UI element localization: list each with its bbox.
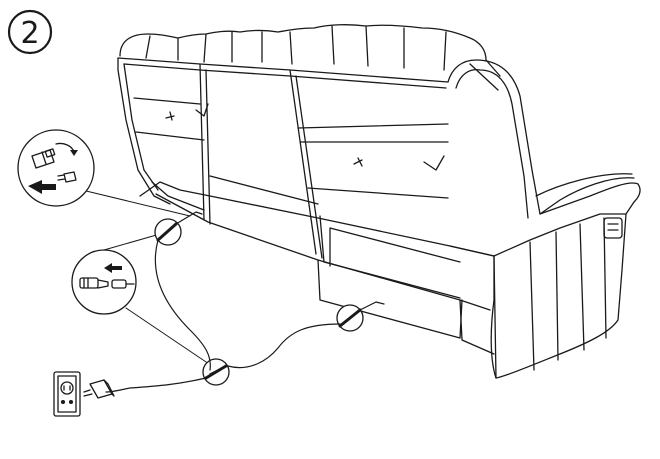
cable-right-loop	[227, 323, 341, 369]
sofa-right-arm-outer	[447, 59, 641, 379]
sofa-left-side-inner	[123, 63, 159, 191]
power-adapter-icon	[83, 379, 115, 399]
sofa-right-arm-inner	[455, 68, 627, 257]
power-cables	[105, 211, 385, 393]
sofa-back-panel-lines	[133, 97, 449, 205]
callout-cable-join	[71, 249, 137, 315]
sofa-base-right-edge	[317, 259, 463, 339]
cable-to-left-motor	[175, 211, 203, 225]
recline-switch-icon	[603, 217, 623, 239]
sofa-right-arm-top	[535, 173, 635, 215]
cable-left-loop	[154, 239, 211, 371]
cable-plug-icon	[79, 277, 109, 289]
rotate-arrow-head	[70, 150, 78, 156]
sofa-back-top-edge-inner	[123, 63, 447, 89]
sofa-panel-divider-left	[199, 63, 211, 225]
join-arrow-icon	[104, 263, 122, 273]
step-badge-circle	[7, 9, 53, 55]
connector-plug-icon	[31, 148, 56, 169]
cable-socket-icon	[111, 279, 135, 289]
callout-leader-lines	[81, 189, 213, 367]
sofa-right-arm-seams	[469, 59, 607, 371]
sofa-top-cushions	[119, 24, 487, 61]
connector-circle-right	[336, 304, 364, 332]
sofa-base-front-line	[449, 245, 497, 379]
sofa-rear-view	[117, 24, 641, 379]
wall-outlet-icon	[53, 371, 81, 417]
direction-arrow-icon	[28, 180, 56, 194]
callout-switch-connector	[17, 129, 95, 207]
sofa-left-side	[117, 57, 171, 205]
sofa-cushion-seams	[145, 25, 447, 71]
connector-circle-top	[154, 218, 182, 246]
cable-to-adapter	[105, 377, 207, 393]
connector-circle-bottom	[202, 358, 230, 386]
sofa-back-top-edge	[117, 57, 449, 83]
connector-socket-icon	[57, 171, 77, 183]
sofa-fabric-flap-right	[353, 155, 445, 171]
sofa-panel-divider-right	[289, 69, 323, 259]
cable-to-right-motor	[359, 301, 385, 311]
step-number: 2	[20, 16, 39, 51]
sofa-fabric-flap-left	[165, 103, 209, 121]
step-badge: 2	[7, 9, 53, 55]
sofa-base-recess	[151, 181, 461, 299]
